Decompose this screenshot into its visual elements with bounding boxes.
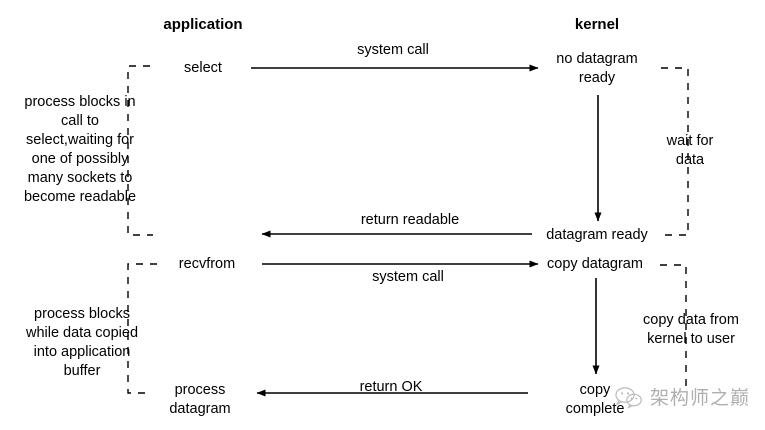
arrow-label-return-readable: return readable: [360, 212, 460, 228]
app-call-select: select: [184, 60, 222, 76]
column-header-kernel: kernel: [574, 16, 620, 33]
app-note-block-copy: process blocks while data copied into ap…: [25, 306, 139, 379]
kernel-note-copy-data: copy data from kernel to user: [643, 312, 739, 347]
column-header-application: application: [163, 16, 243, 33]
wechat-icon: [615, 386, 642, 409]
arrow-label-system-call-1: system call: [357, 42, 429, 58]
watermark: 架构师之巅: [614, 383, 750, 410]
app-note-block-select: process blocks in call to select,waiting…: [23, 94, 137, 205]
app-call-recvfrom: recvfrom: [178, 256, 236, 272]
kernel-state-no-datagram-ready: no datagram ready: [556, 51, 638, 86]
kernel-note-wait-for-data: wait for data: [666, 133, 714, 168]
arrow-label-return-ok: return OK: [359, 379, 423, 395]
kernel-state-copy-datagram: copy datagram: [547, 256, 643, 272]
kernel-state-copy-complete: copy complete: [565, 382, 625, 417]
kernel-state-datagram-ready: datagram ready: [546, 227, 648, 243]
arrow-label-system-call-2: system call: [372, 269, 444, 285]
app-call-process-datagram: process datagram: [169, 382, 231, 417]
watermark-text: 架构师之巅: [650, 387, 751, 409]
